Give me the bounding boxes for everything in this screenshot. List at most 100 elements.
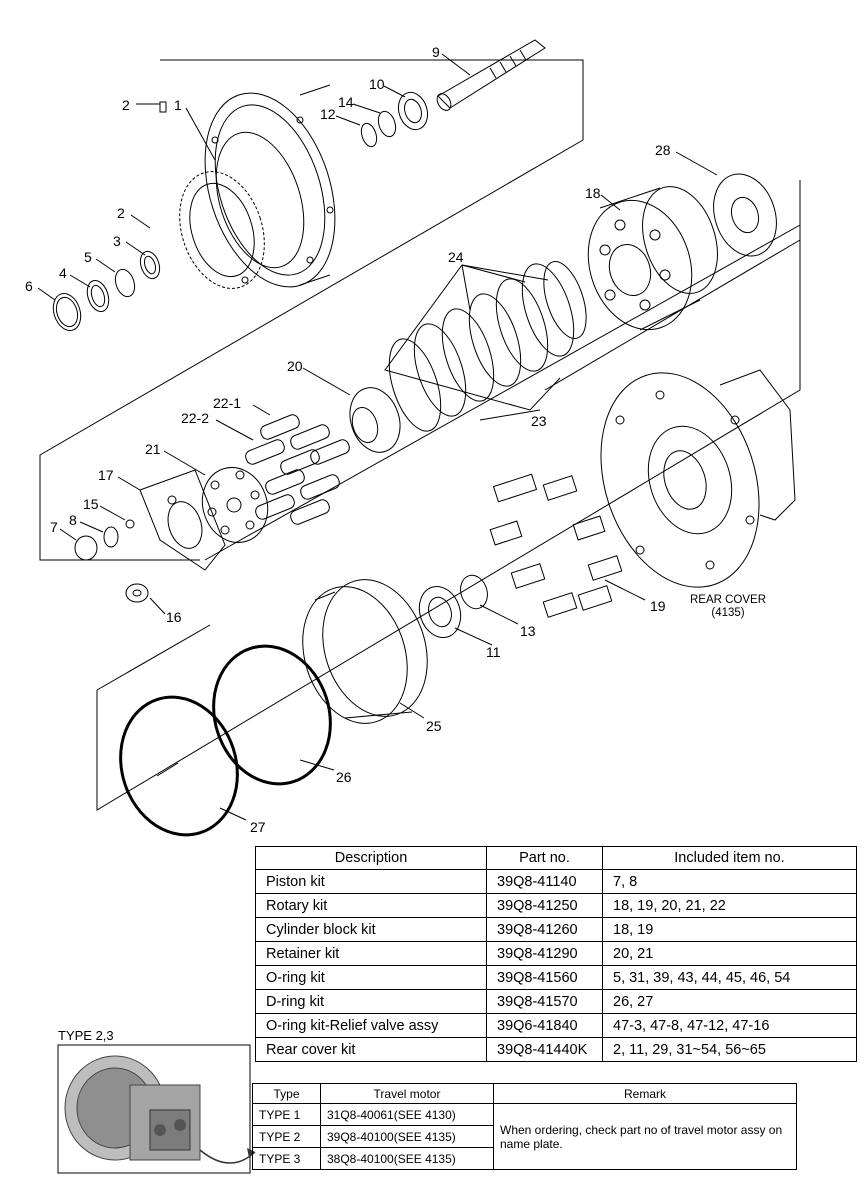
callout-10: 10: [369, 76, 385, 92]
group-boundary-lines: [39, 59, 801, 811]
row-included: 20, 21: [602, 941, 857, 966]
row-description: O-ring kit: [255, 965, 487, 990]
callout-6: 6: [25, 278, 33, 294]
retainer-part-20: [349, 387, 401, 453]
callout-9: 9: [432, 44, 440, 60]
callout-14: 14: [338, 94, 354, 110]
rear-cover-illustration: [600, 369, 796, 588]
callout-8: 8: [69, 512, 77, 528]
table-row: O-ring kit 39Q8-41560 5, 31, 39, 43, 44,…: [255, 965, 857, 990]
type-table-header: Type Travel motor Remark: [252, 1083, 797, 1104]
header-included: Included item no.: [602, 846, 857, 870]
row-part-no: 39Q8-41570: [486, 989, 603, 1014]
callout-15: 15: [83, 496, 99, 512]
row-included: 18, 19, 20, 21, 22: [602, 893, 857, 918]
travel-motor-photo: [57, 1044, 256, 1174]
parts-table-header: Description Part no. Included item no.: [255, 846, 857, 870]
row-description: Piston kit: [255, 869, 487, 894]
row-part-no: 39Q6-41840: [486, 1013, 603, 1038]
parts-kit-table: Description Part no. Included item no. P…: [255, 846, 857, 1062]
header-part-no: Part no.: [486, 846, 603, 870]
row-description: Rear cover kit: [255, 1037, 487, 1062]
row-travel-motor: 39Q8-40100(SEE 4135): [320, 1125, 494, 1148]
table-row: TYPE 2 39Q8-40100(SEE 4135): [252, 1125, 797, 1148]
callout-17: 17: [98, 467, 114, 483]
shaft-part-9: [436, 39, 546, 111]
row-included: 47-3, 47-8, 47-12, 47-16: [602, 1013, 857, 1038]
callout-2-top: 2: [122, 97, 130, 113]
callout-22-1: 22-1: [213, 395, 241, 411]
d-rings-part-26-27: [119, 644, 332, 837]
valve-plate-part-28: [713, 173, 777, 257]
table-row: O-ring kit-Relief valve assy 39Q6-41840 …: [255, 1013, 857, 1038]
callout-20: 20: [287, 358, 303, 374]
row-travel-motor: 38Q8-40100(SEE 4135): [320, 1147, 494, 1170]
header-remark: Remark: [493, 1083, 797, 1104]
row-part-no: 39Q8-41260: [486, 917, 603, 942]
rear-cover-ref: (4135): [711, 607, 745, 619]
row-description: D-ring kit: [255, 989, 487, 1014]
row-type: TYPE 1: [252, 1103, 321, 1126]
callout-numbers: 2 1 2 3 5 4 6 9 10 14 12 28 18 24 20 22-…: [25, 44, 671, 835]
callout-7: 7: [50, 519, 58, 535]
pistons-part-22: [245, 414, 350, 525]
friction-plates-part-23-24: [384, 261, 587, 432]
cover-part-25: [302, 579, 428, 724]
header-travel-motor: Travel motor: [320, 1083, 494, 1104]
callout-2-lower: 2: [117, 205, 125, 221]
callout-25: 25: [426, 718, 442, 734]
small-pistons-part-7-8-15-16: [74, 519, 149, 603]
row-part-no: 39Q8-41560: [486, 965, 603, 990]
row-included: 18, 19: [602, 917, 857, 942]
row-description: Rotary kit: [255, 893, 487, 918]
type-section-label: TYPE 2,3: [58, 1028, 114, 1043]
callout-11: 11: [486, 644, 501, 660]
header-type: Type: [252, 1083, 321, 1104]
housing-part-1: [159, 84, 336, 289]
table-row: Cylinder block kit 39Q8-41260 18, 19: [255, 917, 857, 942]
table-row: D-ring kit 39Q8-41570 26, 27: [255, 989, 857, 1014]
table-row: Piston kit 39Q8-41140 7, 8: [255, 869, 857, 894]
callout-27: 27: [250, 819, 266, 835]
callout-16: 16: [166, 609, 182, 625]
row-included: 26, 27: [602, 989, 857, 1014]
row-type: TYPE 3: [252, 1147, 321, 1170]
callout-5: 5: [84, 249, 92, 265]
callout-22-2: 22-2: [181, 410, 209, 426]
row-included: 5, 31, 39, 43, 44, 45, 46, 54: [602, 965, 857, 990]
row-included: 2, 11, 29, 31~54, 56~65: [602, 1037, 857, 1062]
callout-12: 12: [320, 106, 336, 122]
rear-cover-title: REAR COVER: [689, 594, 767, 606]
row-remark: When ordering, check part no of travel m…: [493, 1103, 797, 1170]
bearing-part-11: [418, 574, 488, 638]
callout-3: 3: [113, 233, 121, 249]
row-part-no: 39Q8-41250: [486, 893, 603, 918]
seal-rings: [52, 91, 429, 332]
cylinder-block-part-18: [587, 186, 718, 331]
callout-24: 24: [448, 249, 464, 265]
header-description: Description: [255, 846, 487, 870]
row-travel-motor: 31Q8-40061(SEE 4130): [320, 1103, 494, 1126]
table-row: TYPE 1 31Q8-40061(SEE 4130) When orderin…: [252, 1103, 797, 1170]
row-part-no: 39Q8-41290: [486, 941, 603, 966]
row-included: 7, 8: [602, 869, 857, 894]
table-row: Rotary kit 39Q8-41250 18, 19, 20, 21, 22: [255, 893, 857, 918]
callout-4: 4: [59, 265, 67, 281]
callout-23: 23: [531, 413, 547, 429]
callout-13: 13: [520, 623, 536, 639]
swash-plate-part-17: [139, 469, 226, 571]
callout-21: 21: [145, 441, 161, 457]
row-part-no: 39Q8-41440K: [486, 1037, 603, 1062]
row-description: Retainer kit: [255, 941, 487, 966]
table-row: TYPE 3 38Q8-40100(SEE 4135): [252, 1147, 797, 1170]
callout-28: 28: [655, 142, 671, 158]
table-row: Retainer kit 39Q8-41290 20, 21: [255, 941, 857, 966]
springs-part-19: [489, 473, 623, 618]
row-type: TYPE 2: [252, 1125, 321, 1148]
table-row: Rear cover kit 39Q8-41440K 2, 11, 29, 31…: [255, 1037, 857, 1062]
row-part-no: 39Q8-41140: [486, 869, 603, 894]
travel-motor-type-table: Type Travel motor Remark TYPE 1 31Q8-400…: [252, 1083, 797, 1170]
callout-1: 1: [174, 97, 182, 113]
callout-26: 26: [336, 769, 352, 785]
